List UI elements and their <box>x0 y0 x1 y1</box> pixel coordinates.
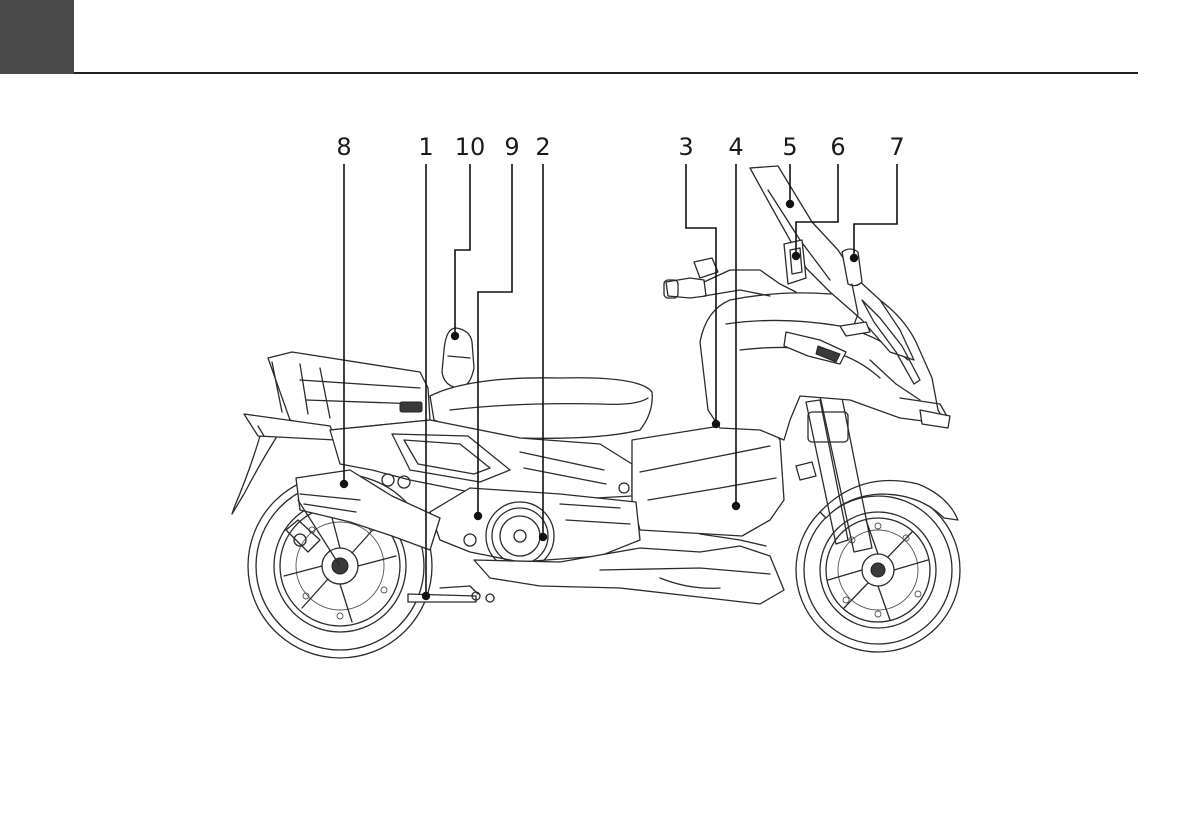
callout-label-5: 5 <box>782 133 797 161</box>
callout-label-7: 7 <box>889 133 904 161</box>
leader-dot-8 <box>340 480 348 488</box>
leader-dot-5 <box>786 200 794 208</box>
leader-dot-10 <box>451 332 459 340</box>
leader-dot-6 <box>792 252 800 260</box>
callout-label-3: 3 <box>678 133 693 161</box>
leader-dot-9 <box>474 512 482 520</box>
handlebar <box>664 258 796 298</box>
callout-labels: 8 1 10 9 2 3 4 5 6 7 <box>336 133 904 161</box>
floorboard-body <box>632 426 784 546</box>
leader-dot-4 <box>732 502 740 510</box>
scooter-illustration <box>232 166 960 658</box>
callout-label-10: 10 <box>455 133 486 161</box>
callout-label-4: 4 <box>728 133 743 161</box>
leader-dot-1 <box>422 592 430 600</box>
leader-dot-3 <box>712 420 720 428</box>
leader-dot-7 <box>850 254 858 262</box>
rear-rack <box>268 352 430 430</box>
callout-label-2: 2 <box>535 133 550 161</box>
leader-dot-2 <box>539 533 547 541</box>
leader-line-10 <box>455 164 470 336</box>
leader-line-7 <box>854 164 897 258</box>
callout-label-9: 9 <box>504 133 519 161</box>
instrument-cluster <box>784 240 806 284</box>
callout-label-6: 6 <box>830 133 845 161</box>
callout-label-8: 8 <box>336 133 351 161</box>
callout-label-1: 1 <box>418 133 433 161</box>
